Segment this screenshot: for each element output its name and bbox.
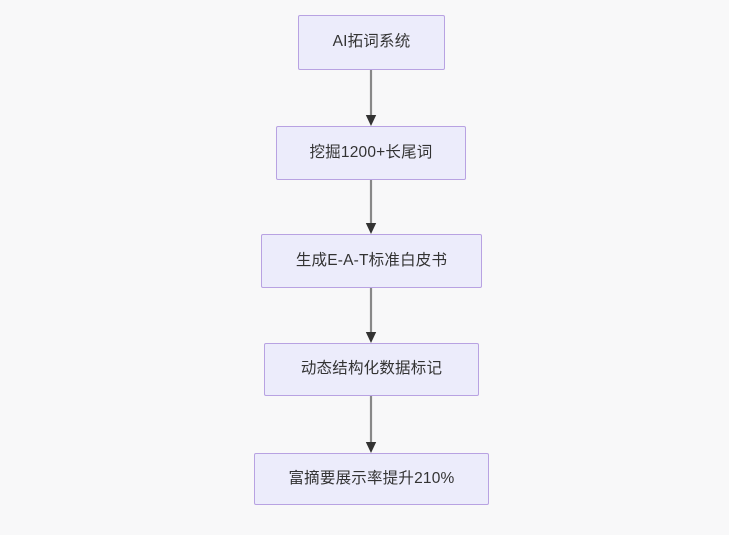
node-label: AI拓词系统 <box>332 33 411 51</box>
flowchart-node-mine-longtail-keywords[interactable]: 挖掘1200+长尾词 <box>276 126 466 180</box>
flowchart-node-generate-eat-whitepaper[interactable]: 生成E-A-T标准白皮书 <box>261 234 482 288</box>
node-label: 挖掘1200+长尾词 <box>309 143 433 161</box>
node-label: 动态结构化数据标记 <box>300 360 443 378</box>
connector-node2-to-node3 <box>364 180 378 234</box>
connector-node1-to-node2 <box>364 70 378 126</box>
connector-node4-to-node5 <box>364 396 378 453</box>
connector-node3-to-node4 <box>364 288 378 343</box>
flowchart-node-dynamic-structured-data-markup[interactable]: 动态结构化数据标记 <box>264 343 479 396</box>
flowchart-node-ai-keyword-system[interactable]: AI拓词系统 <box>298 15 445 70</box>
node-label: 富摘要展示率提升210% <box>288 469 455 487</box>
flowchart-node-rich-snippet-impression-uplift[interactable]: 富摘要展示率提升210% <box>254 453 489 505</box>
node-label: 生成E-A-T标准白皮书 <box>295 251 448 269</box>
